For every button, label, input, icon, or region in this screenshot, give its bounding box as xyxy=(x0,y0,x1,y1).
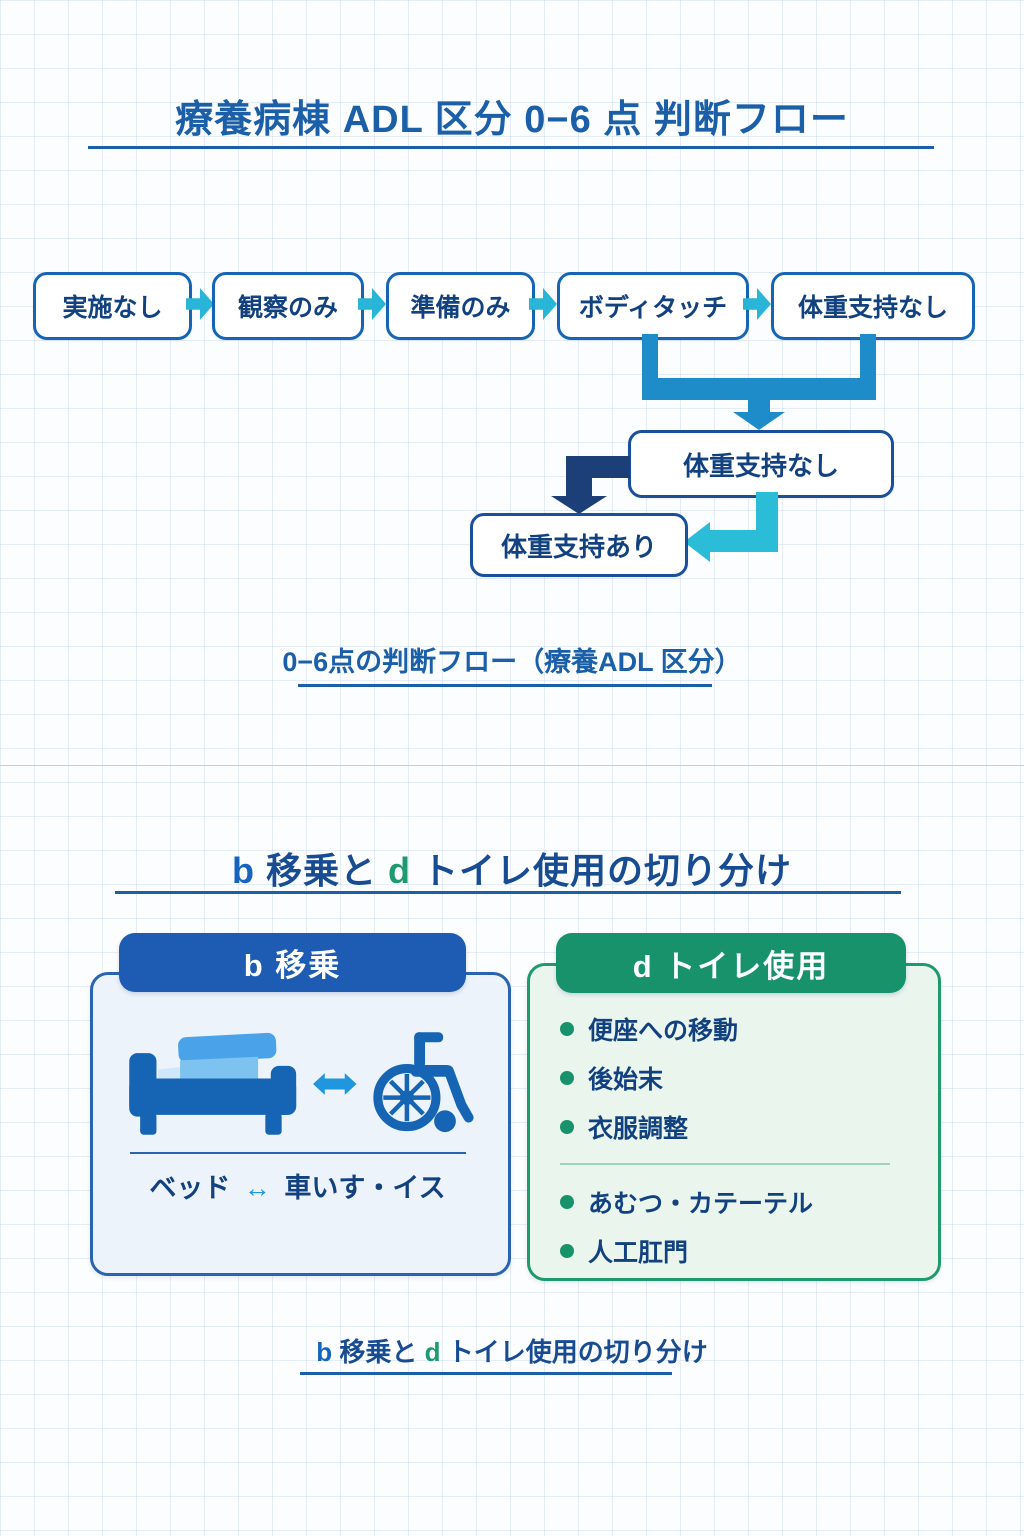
flow-node-body-touch: ボディタッチ xyxy=(557,272,749,340)
split-title-b: b xyxy=(231,850,255,891)
split-title-underline xyxy=(115,891,901,894)
page-title: 療養病棟 ADL 区分 0−6 点 判断フロー xyxy=(175,99,849,141)
transfer-card-header: b 移乗 xyxy=(119,933,466,992)
split-caption-rest: トイレ使用の切り分け xyxy=(447,1337,708,1367)
toilet-bullet-list: 便座への移動 後始末 衣服調整 あむつ・カテーテル 人工肛門 xyxy=(560,1012,910,1283)
left-right-arrow-icon: ↔ xyxy=(243,1173,271,1203)
transfer-caption-left: ベッド xyxy=(149,1173,231,1203)
bullet-label: 後始末 xyxy=(588,1066,664,1094)
flow-node-no-weight-support: 体重支持なし xyxy=(771,272,975,340)
bullet-dot-icon xyxy=(560,1244,574,1258)
transfer-caption: ベッド ↔ 車いす・イス xyxy=(90,1166,505,1205)
split-title-d: d xyxy=(388,850,411,891)
list-item: あむつ・カテーテル xyxy=(560,1185,910,1219)
bed-icon xyxy=(129,1032,297,1135)
bullet-dot-icon xyxy=(560,1071,574,1085)
transfer-card-divider xyxy=(130,1152,466,1154)
bullet-label: 衣服調整 xyxy=(588,1115,689,1143)
arrow-down-icon xyxy=(551,496,607,514)
split-caption-d: d xyxy=(424,1337,441,1367)
list-item: 人工肛門 xyxy=(560,1234,910,1268)
connector-line xyxy=(748,398,770,412)
connector-line xyxy=(642,334,658,380)
flow-node-preparation-only: 準備のみ xyxy=(386,272,535,340)
split-caption-b: b xyxy=(316,1337,333,1367)
split-title-transfer: 移乗と xyxy=(265,850,377,891)
toilet-card-header: d トイレ使用 xyxy=(556,933,906,993)
connector-line xyxy=(566,456,592,498)
connector-line xyxy=(860,334,876,380)
bullet-dot-icon xyxy=(560,1120,574,1134)
flow-node-no-implementation: 実施なし xyxy=(33,272,192,340)
split-caption: b 移乗と d トイレ使用の切り分け xyxy=(0,1332,1024,1369)
split-title-rest: トイレ使用の切り分け xyxy=(422,850,793,891)
flow-node-observation-only: 観察のみ xyxy=(212,272,364,340)
double-arrow-icon xyxy=(313,1073,357,1095)
flow-caption: 0−6点の判断フロー（療養ADL 区分） xyxy=(282,647,742,677)
split-caption-underline xyxy=(300,1372,672,1375)
bullet-dot-icon xyxy=(560,1195,574,1209)
bullet-label: あむつ・カテーテル xyxy=(588,1190,814,1218)
transfer-graphic xyxy=(122,1028,474,1140)
flow-caption-underline xyxy=(298,684,712,687)
connector-line xyxy=(708,530,778,552)
bullet-label: 人工肛門 xyxy=(588,1239,689,1267)
list-item: 後始末 xyxy=(560,1061,910,1095)
title-underline xyxy=(88,146,934,149)
transfer-caption-right: 車いす・イス xyxy=(284,1173,446,1203)
list-item: 便座への移動 xyxy=(560,1012,910,1046)
section-divider xyxy=(0,765,1024,766)
connector-line xyxy=(642,378,876,400)
split-section-title: b 移乗と d トイレ使用の切り分け xyxy=(0,842,1024,894)
flow-node-no-weight-support-merged: 体重支持なし xyxy=(628,430,894,498)
bullet-dot-icon xyxy=(560,1022,574,1036)
flow-node-weight-support-yes: 体重支持あり xyxy=(470,513,688,577)
toilet-card-divider xyxy=(560,1163,890,1165)
split-caption-transfer: 移乗と xyxy=(339,1337,418,1367)
list-item: 衣服調整 xyxy=(560,1110,910,1144)
bullet-label: 便座への移動 xyxy=(588,1017,739,1045)
arrow-down-icon xyxy=(733,412,785,430)
wheelchair-icon xyxy=(373,1032,474,1133)
